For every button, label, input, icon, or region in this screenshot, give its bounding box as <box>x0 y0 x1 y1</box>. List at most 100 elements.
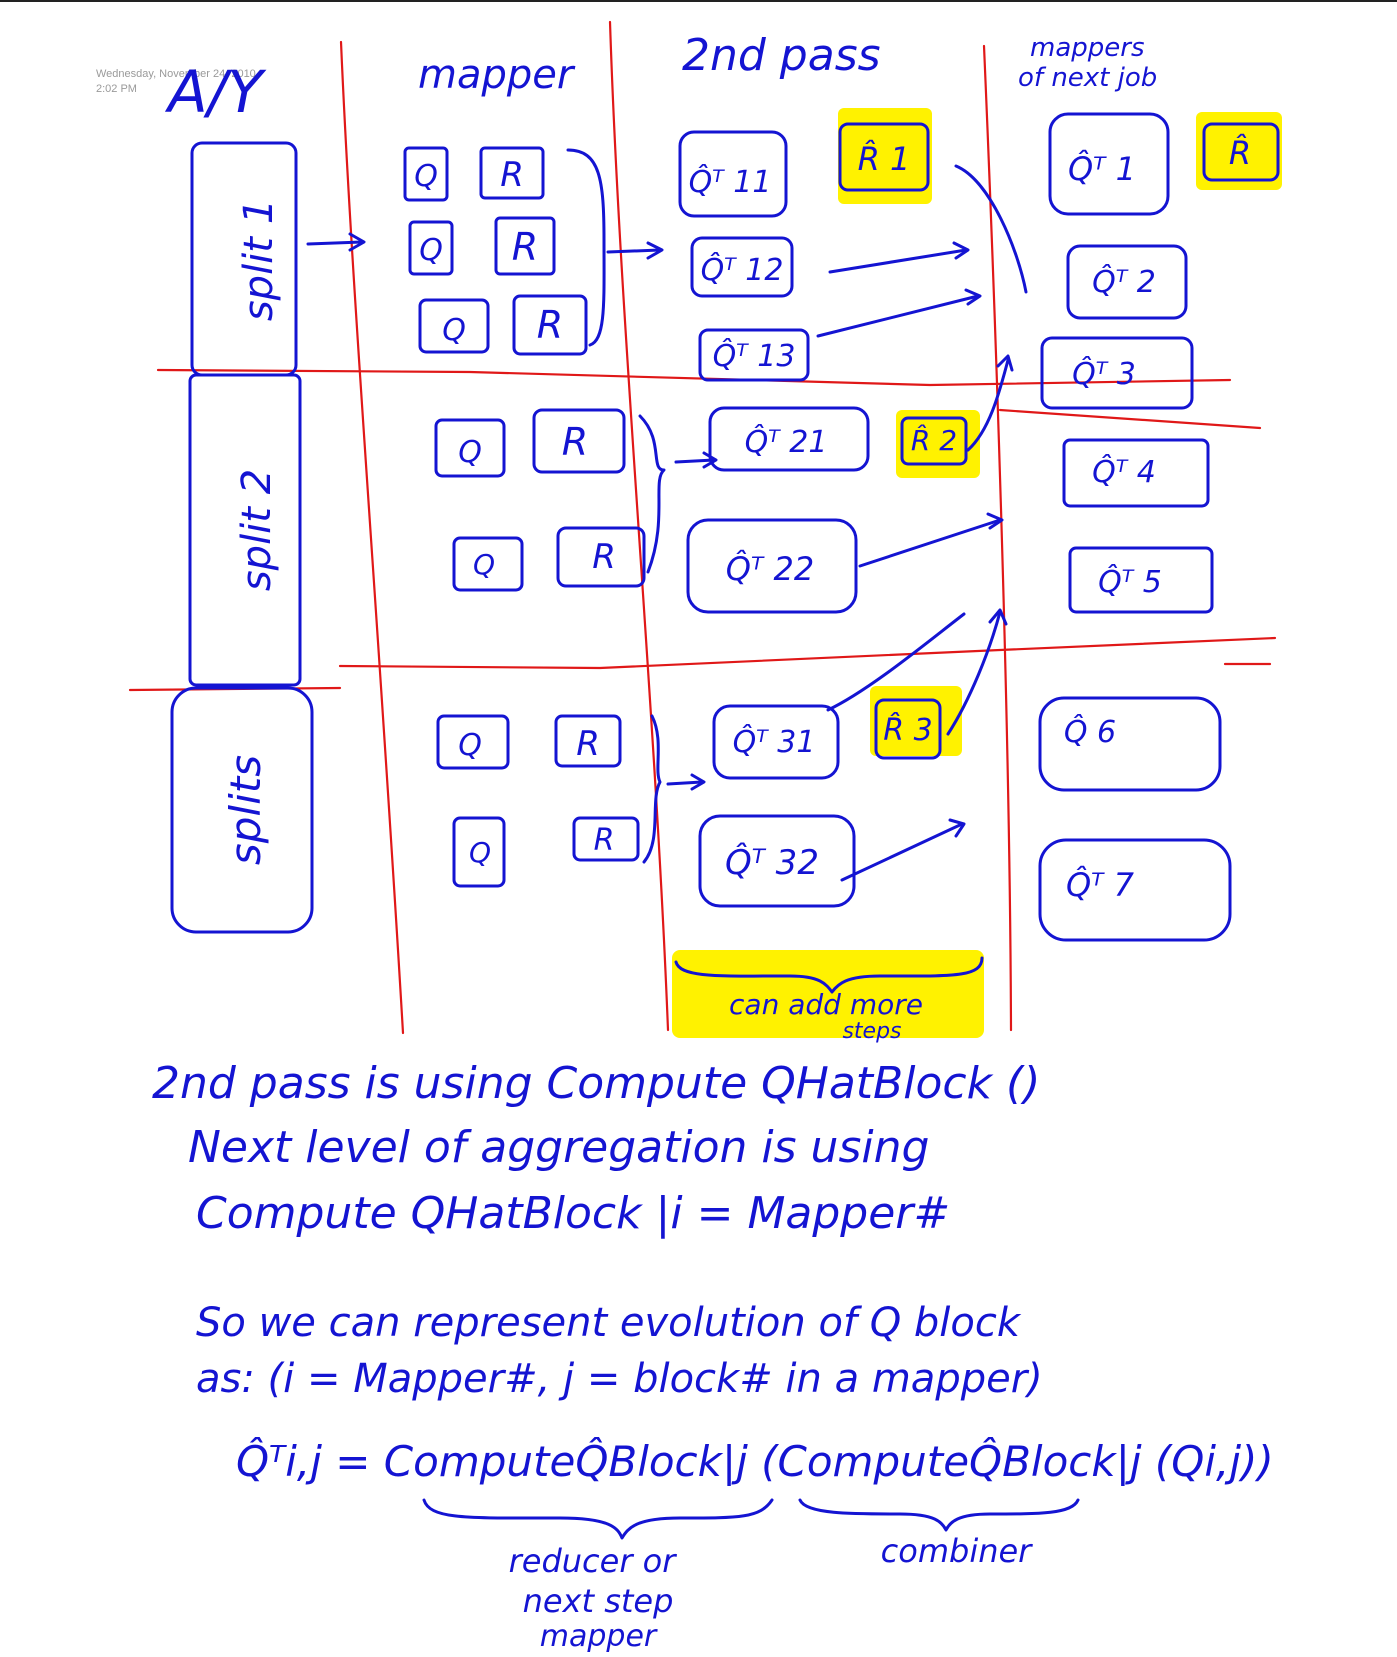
second-pass-blocks: Q̂ᵀ 11 Q̂ᵀ 12 Q̂ᵀ 13 R̂ 1 Q̂ᵀ 21 R̂ 2 Q̂… <box>674 122 984 1044</box>
note-date: Wednesday, November 24, 2010 <box>96 68 256 80</box>
q12-box <box>690 236 794 298</box>
red-grid <box>128 20 1277 1035</box>
r2-label: R̂ 2 <box>911 424 957 457</box>
can-add-line-1: can add more <box>729 988 923 1021</box>
red-column-line-1 <box>339 40 405 1035</box>
mapper-q: Q <box>458 435 482 470</box>
red-row-line-1 <box>156 368 1232 387</box>
q13-box <box>698 328 810 382</box>
reducer-brace <box>422 1498 774 1540</box>
mapper-r: R <box>594 823 615 858</box>
next-q7-label: Q̂ᵀ 7 <box>1066 866 1135 904</box>
next-r-label: R̂ <box>1229 134 1251 172</box>
red-row-line-2 <box>338 636 1277 670</box>
note-line-3: Compute QHatBlock |i = Mapper# <box>196 1188 950 1239</box>
mapper-arrow-1 <box>606 248 662 254</box>
split-column: split 1 split 2 splits <box>170 141 366 934</box>
label-reducer-3: mapper <box>540 1619 658 1654</box>
r2-box <box>900 416 968 466</box>
mapper-brace-1 <box>566 148 606 347</box>
mapper-q: Q <box>458 728 482 763</box>
q11-label: Q̂ᵀ 11 <box>689 164 772 200</box>
next-job-blocks: Q̂ᵀ 1 R̂ Q̂ᵀ 2 Q̂ᵀ 3 Q̂ᵀ 4 Q̂ᵀ 5 Q̂ 6 Q̂… <box>1038 112 1280 942</box>
next-job-heading-2: of next job <box>1018 63 1157 93</box>
next-q5-box <box>1068 546 1214 614</box>
can-add-brace <box>674 956 984 994</box>
split-1-arrow-head <box>348 232 366 252</box>
next-q7-box <box>1038 838 1232 942</box>
red-row-line-1b <box>998 408 1262 430</box>
q32-label: Q̂ᵀ 32 <box>725 842 819 883</box>
mapper-q: Q <box>442 313 466 348</box>
red-column-line-3 <box>982 44 1013 1032</box>
note-line-4: So we can represent evolution of Q block <box>196 1300 1022 1346</box>
next-job-heading-1: mappers <box>1030 33 1145 63</box>
second-pass-heading: 2nd pass <box>682 30 881 81</box>
q22-label: Q̂ᵀ 22 <box>726 550 814 588</box>
mapper-q: Q <box>419 233 443 268</box>
split-1-label: split 1 <box>236 199 282 321</box>
mapper-r: R <box>537 303 563 347</box>
note-formula: Q̂ᵀi,j = ComputeQ̂Block|j (ComputeQ̂Bloc… <box>236 1436 1274 1486</box>
split-1-arrow <box>306 240 364 246</box>
label-combiner: combiner <box>881 1532 1034 1570</box>
q22-box <box>686 518 858 614</box>
highlight-can-add <box>672 950 984 1038</box>
mapper-blocks: Q R Q R Q R Q R Q R Q R Q R <box>403 146 718 888</box>
label-reducer-2: next step <box>523 1582 674 1620</box>
q32-box <box>698 814 856 908</box>
mapper-r: R <box>576 724 600 764</box>
next-q5-label: Q̂ᵀ 5 <box>1098 564 1162 600</box>
highlight-r1 <box>838 108 932 204</box>
note-line-2: Next level of aggregation is using <box>188 1122 929 1173</box>
highlight-r2 <box>896 410 980 478</box>
next-r-box <box>1202 122 1280 182</box>
red-column-line-2 <box>608 20 670 1032</box>
mapper-brace-2 <box>638 414 666 574</box>
split-3-box <box>170 686 314 934</box>
next-q6-label: Q̂ 6 <box>1064 714 1116 750</box>
next-q3-label: Q̂ᵀ 3 <box>1072 356 1136 392</box>
mapper-r: R <box>562 420 588 464</box>
next-q2-box <box>1066 244 1188 320</box>
combiner-brace <box>798 1498 1080 1532</box>
mapper-r: R <box>592 537 616 577</box>
mapper-q: Q <box>469 836 491 869</box>
next-q4-label: Q̂ᵀ 4 <box>1092 454 1156 490</box>
r1-label: R̂ 1 <box>858 140 911 178</box>
q21-label: Q̂ᵀ 21 <box>745 424 828 460</box>
r1-box <box>838 122 930 192</box>
q31-box <box>712 704 840 780</box>
q21-box <box>708 406 870 472</box>
note-time: 2:02 PM <box>96 83 137 95</box>
q11-box <box>678 130 788 218</box>
q13-label: Q̂ᵀ 13 <box>713 338 796 374</box>
q31-label: Q̂ᵀ 31 <box>733 724 816 760</box>
mapper-r: R <box>512 225 538 269</box>
split-2-label: split 2 <box>234 469 280 591</box>
mapper-q: Q <box>414 159 438 194</box>
next-q4-box <box>1062 438 1210 508</box>
header: A/Y mapper 2nd pass mappers of next job <box>164 30 1157 126</box>
note-line-1: 2nd pass is using Compute QHatBlock () <box>152 1058 1040 1109</box>
split-3-label: splits <box>221 755 270 865</box>
can-add-line-2: steps <box>842 1019 901 1044</box>
mapper-brace-3 <box>642 714 662 864</box>
mapper-q: Q <box>473 548 495 581</box>
aggregation-arrows <box>816 164 1028 882</box>
r3-box <box>874 698 942 760</box>
next-q3-box <box>1040 336 1194 410</box>
mapper-heading: mapper <box>418 52 576 98</box>
highlight-r <box>1196 112 1282 190</box>
notes: 2nd pass is using Compute QHatBlock () N… <box>152 1058 1274 1654</box>
note-line-5: as: (i = Mapper#, j = block# in a mapper… <box>196 1356 1043 1402</box>
q12-label: Q̂ᵀ 12 <box>701 252 784 288</box>
split-2-box <box>188 373 302 687</box>
ay-label: A/Y <box>164 58 267 126</box>
next-q1-box <box>1048 112 1170 216</box>
next-q2-label: Q̂ᵀ 2 <box>1092 264 1156 300</box>
next-q6-box <box>1038 696 1222 792</box>
r3-label: R̂ 3 <box>883 712 932 748</box>
label-reducer-1: reducer or <box>509 1542 678 1580</box>
